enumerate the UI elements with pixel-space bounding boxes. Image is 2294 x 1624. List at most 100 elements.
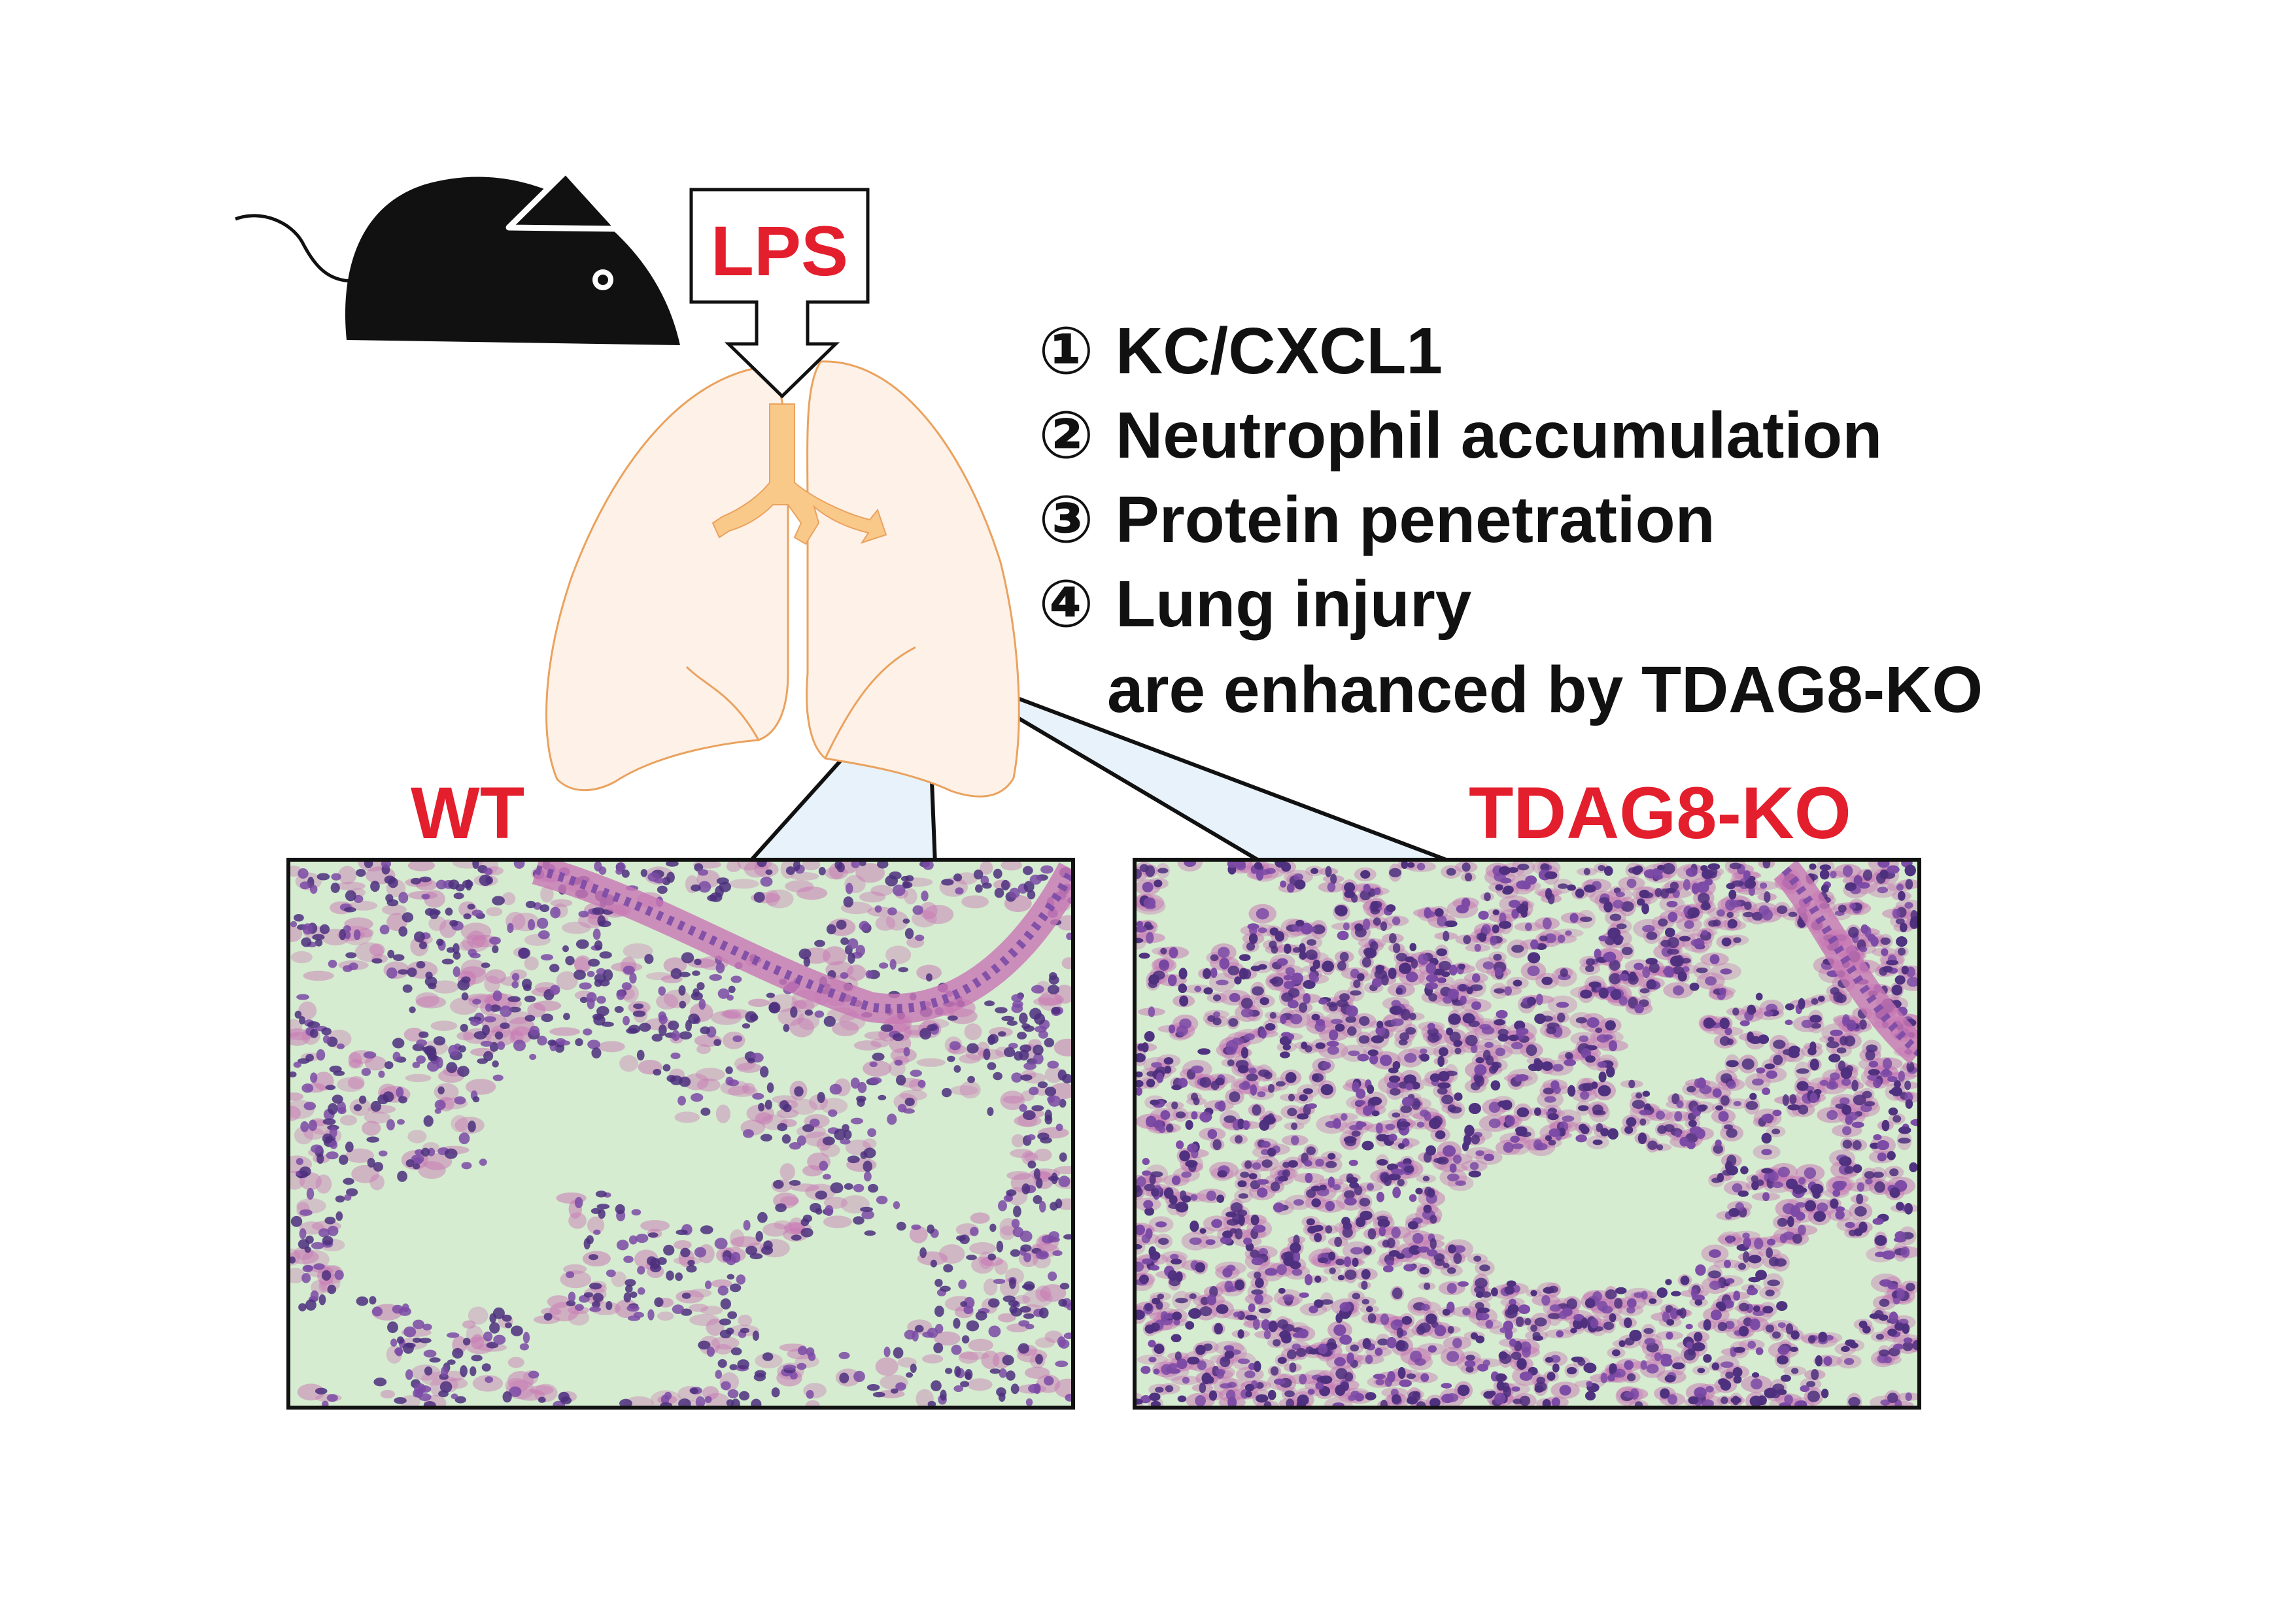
- tissue-stroma: [1037, 994, 1065, 1006]
- cell-nucleus: [1484, 892, 1491, 902]
- cell-nucleus: [296, 994, 310, 1000]
- cell-nucleus: [1776, 905, 1788, 914]
- cell-nucleus: [1036, 1177, 1043, 1189]
- cell-nucleus: [1777, 1166, 1790, 1177]
- cell-nucleus: [659, 1024, 667, 1036]
- cell-nucleus: [1788, 911, 1798, 917]
- cell-nucleus: [504, 1322, 513, 1328]
- cell-nucleus: [296, 1158, 303, 1166]
- cell-nucleus: [1019, 1306, 1031, 1313]
- cell-nucleus: [1697, 892, 1710, 904]
- cell-nucleus: [1732, 1007, 1739, 1016]
- cell-nucleus: [834, 862, 843, 870]
- cell-nucleus: [392, 1038, 405, 1049]
- cell-nucleus: [931, 1380, 942, 1392]
- cell-nucleus: [1628, 1079, 1635, 1089]
- tissue-stroma: [742, 1083, 756, 1094]
- cell-nucleus: [1353, 979, 1361, 989]
- cell-nucleus: [318, 1294, 326, 1306]
- cell-nucleus: [454, 1096, 466, 1105]
- cell-nucleus: [963, 1305, 974, 1315]
- cell-nucleus: [953, 1065, 961, 1073]
- cell-nucleus: [1020, 1244, 1032, 1252]
- cell-nucleus: [1641, 1291, 1648, 1300]
- cell-nucleus: [470, 1366, 477, 1376]
- tissue-stroma: [465, 1079, 496, 1095]
- tissue-stroma: [486, 907, 503, 917]
- cell-nucleus: [1437, 1087, 1448, 1095]
- cell-nucleus: [796, 1135, 806, 1146]
- cell-nucleus: [793, 862, 801, 871]
- cell-nucleus: [423, 1349, 437, 1358]
- cell-nucleus: [462, 1338, 471, 1345]
- tissue-stroma: [726, 862, 742, 872]
- cell-nucleus: [407, 967, 417, 977]
- cell-nucleus: [1646, 1364, 1659, 1374]
- cell-nucleus: [1544, 1096, 1556, 1103]
- cell-nucleus: [423, 1401, 436, 1406]
- cell-nucleus: [636, 1049, 645, 1061]
- cell-nucleus: [511, 1325, 523, 1336]
- cell-nucleus: [987, 1107, 994, 1117]
- cell-nucleus: [717, 988, 730, 999]
- cell-nucleus: [500, 1022, 510, 1029]
- cell-nucleus: [892, 1033, 904, 1041]
- cell-nucleus: [1686, 1085, 1696, 1093]
- tissue-stroma: [916, 1058, 946, 1067]
- cell-nucleus: [941, 879, 954, 886]
- cell-nucleus: [1252, 986, 1264, 996]
- cell-nucleus: [596, 1006, 609, 1017]
- cell-nucleus: [1194, 985, 1202, 992]
- cell-nucleus: [595, 1191, 607, 1198]
- cell-nucleus: [757, 862, 767, 868]
- cell-nucleus: [1484, 1041, 1494, 1049]
- cell-nucleus: [1002, 1295, 1016, 1302]
- cell-nucleus: [1575, 1017, 1587, 1024]
- cell-nucleus: [583, 1292, 594, 1298]
- cell-nucleus: [1620, 901, 1634, 912]
- cell-nucleus: [586, 992, 597, 1003]
- cell-nucleus: [1906, 977, 1917, 987]
- cell-nucleus: [615, 1204, 625, 1215]
- cell-nucleus: [492, 896, 505, 905]
- cell-nucleus: [1146, 932, 1154, 944]
- cell-nucleus: [1741, 1058, 1755, 1070]
- cell-nucleus: [1021, 1023, 1031, 1030]
- cell-nucleus: [951, 1344, 962, 1355]
- cell-nucleus: [1263, 1071, 1273, 1079]
- cell-nucleus: [625, 1279, 636, 1287]
- cell-nucleus: [822, 1174, 832, 1180]
- cell-nucleus: [709, 974, 723, 981]
- cell-nucleus: [621, 982, 632, 990]
- cell-nucleus: [1816, 1202, 1828, 1213]
- cell-nucleus: [519, 1343, 529, 1351]
- cell-nucleus: [1392, 1287, 1403, 1300]
- cell-nucleus: [663, 1244, 675, 1256]
- cell-nucleus: [538, 930, 550, 939]
- cell-nucleus: [598, 866, 607, 875]
- cell-nucleus: [321, 1270, 332, 1281]
- cell-nucleus: [308, 1119, 317, 1131]
- cell-nucleus: [814, 1010, 825, 1018]
- cell-nucleus: [1027, 890, 1036, 900]
- cell-nucleus: [489, 1004, 501, 1012]
- left-lung: [545, 365, 789, 792]
- cell-nucleus: [447, 1359, 456, 1365]
- cell-nucleus: [1306, 1189, 1316, 1198]
- cell-nucleus: [757, 1211, 768, 1223]
- cell-nucleus: [987, 1298, 1000, 1308]
- cell-nucleus: [987, 1253, 997, 1260]
- tissue-stroma: [640, 1220, 670, 1232]
- epithelial-nuclei: [535, 865, 1071, 1014]
- cell-nucleus: [1447, 1173, 1460, 1181]
- cell-nucleus: [729, 1364, 738, 1370]
- cell-nucleus: [1595, 1027, 1603, 1034]
- cell-nucleus: [579, 982, 592, 990]
- cell-nucleus: [713, 1039, 721, 1046]
- cell-nucleus: [736, 1274, 746, 1285]
- cell-nucleus: [1044, 1115, 1053, 1125]
- cell-nucleus: [322, 1133, 333, 1143]
- cell-nucleus: [1826, 1109, 1838, 1120]
- cell-nucleus: [448, 1045, 459, 1057]
- cell-nucleus: [1040, 865, 1053, 874]
